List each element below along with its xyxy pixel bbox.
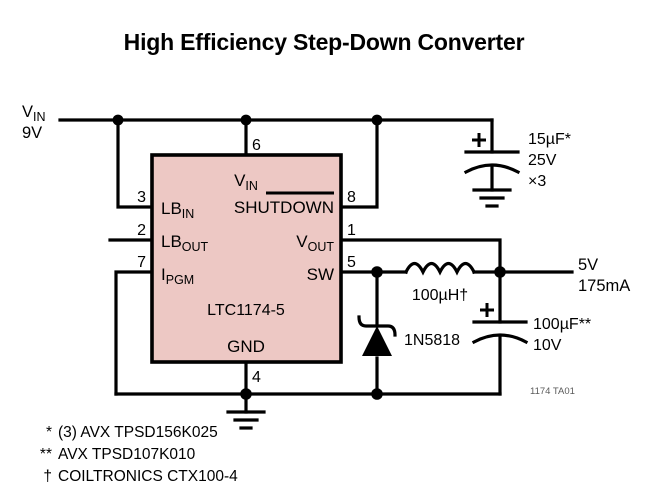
ic-pin-label-vin: VIN bbox=[234, 171, 258, 193]
junction-vin-left bbox=[112, 114, 124, 126]
diode-value: 1N5818 bbox=[404, 332, 460, 349]
junction-gnd-diode bbox=[371, 388, 383, 400]
junction-output-node bbox=[494, 266, 506, 278]
wire-vin-to-lbin bbox=[116, 118, 154, 209]
cout-voltage: 10V bbox=[533, 337, 562, 354]
pin-number-5: 5 bbox=[347, 254, 356, 271]
ic-pin-label-ipgm: IPGM bbox=[161, 265, 194, 287]
figure-code: 1174 TA01 bbox=[530, 386, 575, 397]
wire-pin8-shutdown bbox=[339, 118, 379, 209]
cout-value: 100µF** bbox=[533, 316, 591, 333]
diode-d1: 1N5818 bbox=[357, 315, 460, 356]
cin-voltage: 25V bbox=[528, 152, 557, 169]
input-label-vin: VIN bbox=[22, 103, 46, 124]
cin-value: 15µF* bbox=[528, 131, 571, 148]
pin-number-6: 6 bbox=[252, 137, 261, 154]
diagram-title: High Efficiency Step-Down Converter bbox=[124, 29, 525, 55]
wire-ipgm-to-gnd bbox=[114, 270, 154, 396]
ic-pin-label-shutdown: SHUTDOWN bbox=[234, 198, 334, 217]
capacitor-cin: 15µF* 25V ×3 bbox=[463, 131, 571, 208]
pin-number-2: 2 bbox=[137, 222, 146, 239]
ic-pin-label-lbin: LBIN bbox=[161, 199, 194, 221]
footnote-marker-2: † bbox=[43, 468, 52, 485]
ic-pin-label-vout: VOUT bbox=[296, 232, 334, 254]
output-label-voltage: 5V bbox=[578, 256, 598, 274]
inductor-l1: 100µH† bbox=[403, 261, 477, 304]
output-label-current: 175mA bbox=[578, 277, 630, 295]
diode-cathode-bar bbox=[357, 315, 397, 337]
pin-number-3: 3 bbox=[137, 189, 146, 206]
diode-triangle bbox=[362, 326, 392, 356]
footnote-text-0: (3) AVX TPSD156K025 bbox=[58, 424, 218, 441]
junction-sw-node bbox=[371, 266, 383, 278]
junction-vin-pin6 bbox=[240, 114, 252, 126]
cout-polarity-marker bbox=[480, 303, 494, 317]
ic-part-number: LTC1174-5 bbox=[207, 302, 285, 319]
cin-plate-negative bbox=[463, 163, 521, 175]
pin-number-1: 1 bbox=[347, 222, 356, 239]
cin-quantity: ×3 bbox=[528, 173, 546, 190]
pin-number-4: 4 bbox=[252, 369, 261, 386]
footnote-text-1: AVX TPSD107K010 bbox=[58, 446, 196, 463]
footnote-marker-0: * bbox=[46, 424, 52, 441]
pin-numbers: 6 8 3 2 7 1 5 4 bbox=[137, 137, 356, 386]
footnote-marker-1: ** bbox=[40, 446, 52, 463]
junctions bbox=[112, 114, 506, 400]
main-ground-symbol bbox=[226, 410, 266, 430]
inductor-value: 100µH† bbox=[412, 287, 468, 304]
pin-number-7: 7 bbox=[137, 254, 146, 271]
footnote-text-2: COILTRONICS CTX100-4 bbox=[58, 468, 238, 485]
ic-pin-label-gnd: GND bbox=[227, 337, 265, 356]
footnotes: * (3) AVX TPSD156K025 ** AVX TPSD107K010… bbox=[40, 424, 238, 485]
cout-plate-negative bbox=[471, 333, 529, 345]
output-net-label: 5V 175mA bbox=[578, 256, 630, 295]
input-net-label: VIN 9V bbox=[22, 103, 46, 142]
cin-ground-symbol bbox=[472, 188, 512, 208]
input-label-voltage: 9V bbox=[22, 124, 42, 142]
pin-number-8: 8 bbox=[347, 189, 356, 206]
ic-pin-label-lbout: LBOUT bbox=[161, 232, 209, 254]
cin-polarity-marker bbox=[472, 133, 486, 147]
junction-gnd-pin4 bbox=[240, 388, 252, 400]
ic-pin-label-sw: SW bbox=[307, 265, 334, 284]
ic-ltc1174-5: VIN SHUTDOWN LBIN LBOUT IPGM VOUT SW LTC… bbox=[150, 153, 343, 364]
ic-body-rect bbox=[150, 153, 343, 364]
junction-vin-pin8 bbox=[371, 114, 383, 126]
capacitor-cout: 100µF** 10V bbox=[471, 303, 591, 354]
wire-vout-feedback bbox=[339, 238, 502, 274]
inductor-coil bbox=[403, 261, 477, 276]
